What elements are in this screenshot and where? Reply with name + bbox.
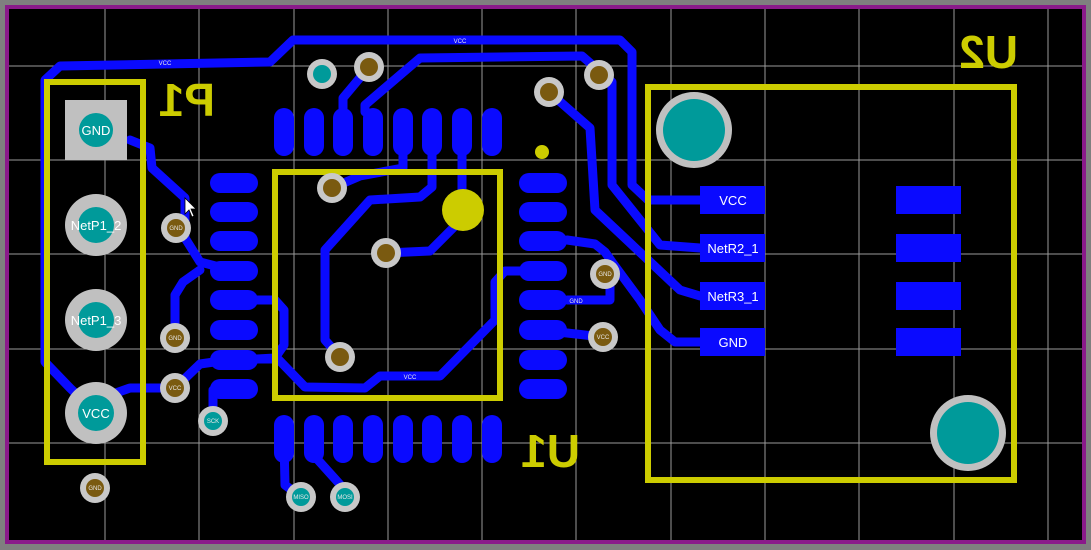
via-vcc[interactable]: VCC [588, 322, 618, 352]
u2-pad-netr3-1[interactable]: NetR3_1 [700, 282, 765, 310]
trace-gnd-left2 [170, 265, 205, 343]
u2-pad-netr2-1[interactable]: NetR2_1 [700, 234, 765, 262]
u2-pad-right-2[interactable] [896, 234, 961, 262]
via[interactable] [307, 59, 337, 89]
via-mosi[interactable]: MOSI [330, 482, 360, 512]
net-label-vcc: VCC [454, 39, 467, 45]
p1-designator: P1 [159, 74, 215, 126]
via-gnd[interactable]: GND [590, 259, 620, 289]
u2-pad-right-3[interactable] [896, 282, 961, 310]
via-sck[interactable]: SCK [198, 406, 228, 436]
trace-gnd-right [562, 235, 705, 347]
u2-pad-right-4[interactable] [896, 328, 961, 356]
svg-text:GND: GND [82, 123, 111, 138]
svg-text:GND: GND [598, 272, 612, 278]
svg-text:NetP1_2: NetP1_2 [71, 218, 122, 233]
svg-text:VCC: VCC [82, 406, 109, 421]
net-label-vcc: VCC [159, 61, 172, 67]
u1-designator: U1 [521, 425, 580, 477]
p1-pad-vcc[interactable]: VCC [65, 382, 127, 444]
net-label-vcc: VCC [404, 375, 417, 381]
via-gnd[interactable]: GND [80, 473, 110, 503]
via-gnd[interactable]: GND [160, 323, 190, 353]
mouse-cursor-icon [184, 197, 197, 218]
u1-pin1-marker [442, 189, 484, 231]
u1-outline [272, 169, 503, 401]
u2-designator: U2 [959, 26, 1018, 78]
u2-pad-right-1[interactable] [896, 186, 961, 214]
via[interactable] [325, 342, 355, 372]
svg-text:VCC: VCC [597, 335, 610, 341]
svg-text:NetR2_1: NetR2_1 [707, 241, 758, 256]
trace-net-c [320, 125, 437, 362]
svg-text:VCC: VCC [169, 386, 182, 392]
svg-text:VCC: VCC [719, 193, 746, 208]
svg-text:GND: GND [169, 226, 183, 232]
svg-text:GND: GND [88, 486, 102, 492]
via[interactable] [354, 52, 384, 82]
via-miso[interactable]: MISO [286, 482, 316, 512]
u1-dot-marker [535, 145, 549, 159]
u2-mount-hole-bottom [930, 395, 1006, 471]
u2-mount-hole-top [656, 92, 732, 168]
vias: GND GND GND VCC VCC SCK GND MISO MOSI [80, 52, 620, 512]
p1-outline [44, 79, 146, 465]
svg-text:NetP1_3: NetP1_3 [71, 313, 122, 328]
p1-pad-netp1-3[interactable]: NetP1_3 [65, 289, 127, 351]
via[interactable] [371, 238, 401, 268]
p1-pad-gnd[interactable]: GND [65, 100, 127, 160]
svg-text:GND: GND [719, 335, 748, 350]
via-vcc[interactable]: VCC [160, 373, 190, 403]
via-gnd[interactable]: GND [161, 213, 191, 243]
net-label-gnd: GND [569, 299, 583, 305]
via[interactable] [584, 60, 614, 90]
u2-outline [645, 84, 1017, 483]
u1-pads [210, 108, 567, 463]
p1-pad-netp1-2[interactable]: NetP1_2 [65, 194, 127, 256]
svg-text:GND: GND [168, 336, 182, 342]
via[interactable] [534, 77, 564, 107]
via[interactable] [317, 173, 347, 203]
trace-netr3-1 [544, 87, 705, 301]
u2-pad-gnd[interactable]: GND [700, 328, 765, 356]
svg-text:MISO: MISO [293, 495, 309, 501]
svg-text:MOSI: MOSI [337, 495, 353, 501]
u2-pad-vcc[interactable]: VCC [700, 186, 765, 214]
svg-text:SCK: SCK [207, 419, 219, 425]
svg-text:NetR3_1: NetR3_1 [707, 289, 758, 304]
